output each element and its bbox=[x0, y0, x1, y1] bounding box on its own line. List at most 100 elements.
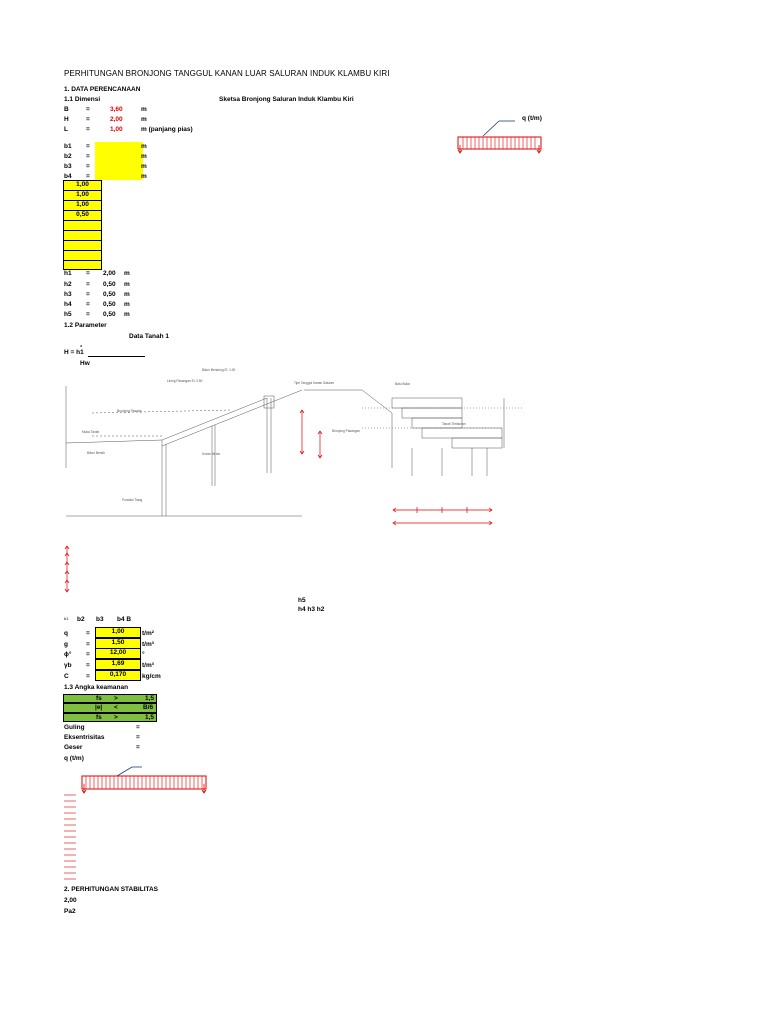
check-eq: = bbox=[136, 724, 140, 731]
h-label: h1 bbox=[64, 270, 72, 277]
safety-b: 1,5 bbox=[145, 695, 155, 702]
subsection-1-2-heading: 1.2 Parameter bbox=[64, 322, 107, 329]
data-tanah-label: Data Tanah 1 bbox=[129, 333, 169, 340]
distributed-load-top-icon bbox=[457, 120, 542, 154]
dim-label: L bbox=[64, 126, 68, 133]
param-value[interactable]: 1,69 bbox=[95, 659, 141, 670]
load-hatch-lines bbox=[85, 776, 203, 789]
b1-header: b1 bbox=[64, 616, 69, 621]
h432-label: h4 h3 h2 bbox=[298, 606, 325, 613]
dim-label: H bbox=[64, 116, 69, 123]
pa2-label: Pa2 bbox=[64, 908, 76, 915]
q-label-bottom: q (t/m) bbox=[64, 755, 84, 762]
subsection-1-3-heading: 1.3 Angka keamanan bbox=[64, 684, 129, 691]
safety-a: fs bbox=[96, 714, 102, 721]
h-value: 0,50 bbox=[103, 301, 116, 308]
dim-unit: m bbox=[141, 116, 147, 123]
check-eq: = bbox=[136, 744, 140, 751]
drawing-text: Bikon Bendung El. 1.00 bbox=[202, 368, 236, 372]
safety-op: > bbox=[114, 714, 118, 721]
drawing-text: Muka Tanah bbox=[82, 430, 100, 434]
param-eq: = bbox=[86, 662, 90, 669]
param-unit: t/m² bbox=[142, 630, 154, 637]
distributed-load-bottom-icon bbox=[64, 766, 207, 880]
param-eq: = bbox=[86, 641, 90, 648]
h-value: 2,00 bbox=[103, 270, 116, 277]
drawing-text: Batu Bulat bbox=[395, 382, 410, 386]
h-unit: m bbox=[124, 281, 130, 288]
b-eq: = bbox=[86, 153, 90, 160]
param-value[interactable]: 1,00 bbox=[95, 627, 141, 638]
safety-b: B/6 bbox=[143, 704, 154, 711]
safety-row bbox=[63, 694, 157, 703]
b-value-cell[interactable] bbox=[95, 152, 143, 162]
param-value[interactable]: 0,170 bbox=[95, 670, 141, 681]
b-label: b3 bbox=[64, 163, 72, 170]
safety-row bbox=[63, 713, 157, 722]
param-label: q bbox=[64, 630, 68, 637]
drawing-text: Bronjong Pasang bbox=[117, 409, 142, 413]
h-label: h4 bbox=[64, 301, 72, 308]
param-unit: ° bbox=[142, 651, 145, 658]
safety-op: < bbox=[114, 704, 118, 711]
safety-a: |e| bbox=[95, 704, 103, 711]
drawing-text: Tipe Tanggul Kanan Saluran bbox=[294, 381, 334, 385]
b-value-cell[interactable] bbox=[95, 142, 143, 152]
dim-eq: = bbox=[86, 106, 90, 113]
h-value: 0,50 bbox=[103, 311, 116, 318]
b-value-cell[interactable] bbox=[95, 162, 143, 172]
param-eq: = bbox=[86, 651, 90, 658]
h-unit: m bbox=[124, 270, 130, 277]
pressure-lines bbox=[64, 794, 76, 880]
param-value[interactable]: 12,00 bbox=[95, 648, 141, 659]
dim-value: 3,60 bbox=[110, 106, 123, 113]
param-label: C bbox=[64, 673, 69, 680]
drawing-text: Lining Pasangan El. 0.50 bbox=[167, 379, 203, 383]
h-label: h5 bbox=[64, 311, 72, 318]
drawing-text: Pondasi Tiang bbox=[122, 498, 142, 502]
vertical-dimension-icon bbox=[64, 545, 70, 593]
dim-eq: = bbox=[86, 126, 90, 133]
safety-b: 1,5 bbox=[145, 714, 155, 721]
h-eq: = bbox=[86, 311, 90, 318]
h-equation: H = h1 bbox=[64, 349, 84, 356]
drawing-text: Tanah Timbunan bbox=[442, 422, 466, 426]
h-eq: = bbox=[86, 281, 90, 288]
check-label: Geser bbox=[64, 744, 83, 751]
page-title: PERHITUNGAN BRONJONG TANGGUL KANAN LUAR … bbox=[64, 69, 390, 78]
h-label: h3 bbox=[64, 291, 72, 298]
b-unit: m bbox=[141, 173, 147, 180]
subsection-1-1-heading: 1.1 Dimensi bbox=[64, 96, 101, 103]
safety-row bbox=[63, 703, 157, 713]
empty-cell[interactable] bbox=[63, 260, 102, 270]
hw-label: Hw bbox=[80, 360, 90, 367]
b-label: b1 bbox=[64, 143, 72, 150]
b-unit: m bbox=[141, 143, 147, 150]
b-eq: = bbox=[86, 173, 90, 180]
check-eq: = bbox=[136, 734, 140, 741]
param-label: ϕ° bbox=[64, 651, 72, 658]
b-unit: m bbox=[141, 153, 147, 160]
dim-eq: = bbox=[86, 116, 90, 123]
h-eq: = bbox=[86, 291, 90, 298]
value-2-00: 2,00 bbox=[64, 897, 77, 904]
h-eq: = bbox=[86, 270, 90, 277]
h-eq: = bbox=[86, 301, 90, 308]
safety-op: > bbox=[114, 695, 118, 702]
b-value-cell[interactable] bbox=[95, 172, 143, 180]
param-label: γb bbox=[64, 662, 72, 669]
cross-section-drawing: Bikon Bendung El. 1.00 Lining Pasangan E… bbox=[65, 368, 522, 526]
h-equation-underline bbox=[88, 356, 145, 357]
h-label: h2 bbox=[64, 281, 72, 288]
b4b-header: b4 B bbox=[117, 616, 132, 623]
q-label-top: q (t/m) bbox=[522, 115, 542, 122]
param-unit: t/m³ bbox=[142, 641, 154, 648]
param-unit: kg/cm bbox=[142, 673, 161, 680]
section-2-heading: 2. PERHITUNGAN STABILITAS bbox=[64, 886, 159, 893]
b-unit: m bbox=[141, 163, 147, 170]
h5-label: h5 bbox=[298, 597, 306, 604]
b-eq: = bbox=[86, 143, 90, 150]
section-1-heading: 1. DATA PERENCANAAN bbox=[64, 86, 141, 93]
dim-label: B bbox=[64, 106, 69, 113]
b-label: b4 bbox=[64, 173, 72, 180]
